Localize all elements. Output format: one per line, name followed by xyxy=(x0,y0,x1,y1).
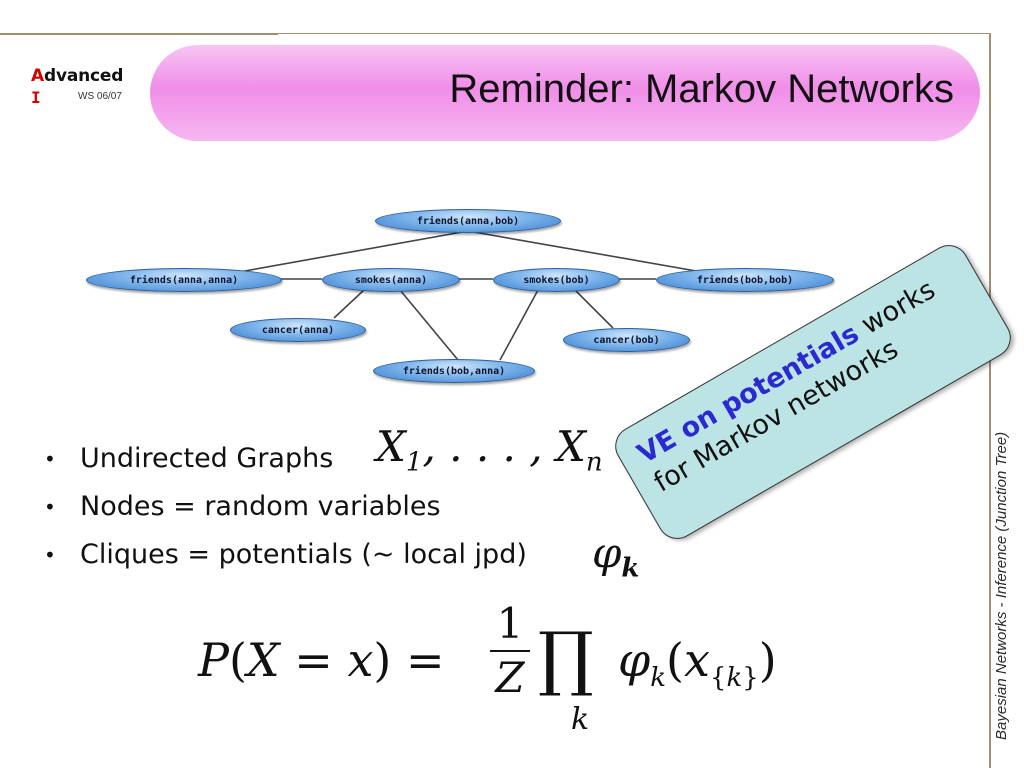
node-friends-bob-bob: friends(bob,bob) xyxy=(656,268,834,292)
bullet-dot-icon: • xyxy=(44,543,56,567)
frame-top-line xyxy=(278,33,990,34)
formula-rhs: φk(x{k}) xyxy=(618,633,777,694)
edge-sa-fba xyxy=(399,289,459,361)
title-banner: Reminder: Markov Networks xyxy=(150,45,980,141)
edge-sa-ca xyxy=(333,289,365,319)
bullet-text: Nodes = random variables xyxy=(80,491,441,522)
joint-distribution-formula: P(X = x) = 1 Z ∏ k φk(x{k}) xyxy=(198,600,828,750)
bullet-text: Cliques = potentials (~ local jpd) xyxy=(80,539,527,570)
header-rule xyxy=(0,33,278,35)
course-logo: Advanced I WS 06/07 xyxy=(31,66,124,107)
node-cancer-bob: cancer(bob) xyxy=(563,328,690,352)
logo-letter-a: A xyxy=(31,66,44,86)
logo-word: dvanced xyxy=(43,66,124,86)
node-cancer-anna: cancer(anna) xyxy=(230,318,366,342)
edge-sb-cb xyxy=(574,289,614,329)
potential-math: φk xyxy=(592,528,640,584)
variables-math: X1, . . . , Xn xyxy=(376,422,603,478)
bullet-dot-icon: • xyxy=(44,447,56,471)
formula-lhs: P(X = x) = xyxy=(198,633,445,687)
bullet-dot-icon: • xyxy=(44,495,56,519)
product-symbol: ∏ xyxy=(538,617,594,699)
node-friends-bob-anna: friends(bob,anna) xyxy=(373,359,535,383)
node-smokes-bob: smokes(bob) xyxy=(493,268,620,292)
edge-sb-fba xyxy=(499,289,539,361)
logo-letter-i: I xyxy=(31,88,41,107)
bullet-text: Undirected Graphs xyxy=(80,443,334,474)
node-smokes-anna: smokes(anna) xyxy=(322,268,460,292)
node-friends-anna-bob: friends(anna,bob) xyxy=(375,209,561,233)
product-index: k xyxy=(571,702,590,737)
semester-label: WS 06/07 xyxy=(78,91,122,102)
markov-network-graph: friends(anna,bob) friends(anna,anna) smo… xyxy=(80,200,840,390)
formula-fraction: 1 Z xyxy=(490,600,530,702)
side-course-label: Bayesian Networks - Inference (Junction … xyxy=(993,431,1010,740)
node-friends-anna-anna: friends(anna,anna) xyxy=(86,268,282,292)
frame-right-line xyxy=(989,33,991,768)
slide-title: Reminder: Markov Networks xyxy=(449,67,954,111)
